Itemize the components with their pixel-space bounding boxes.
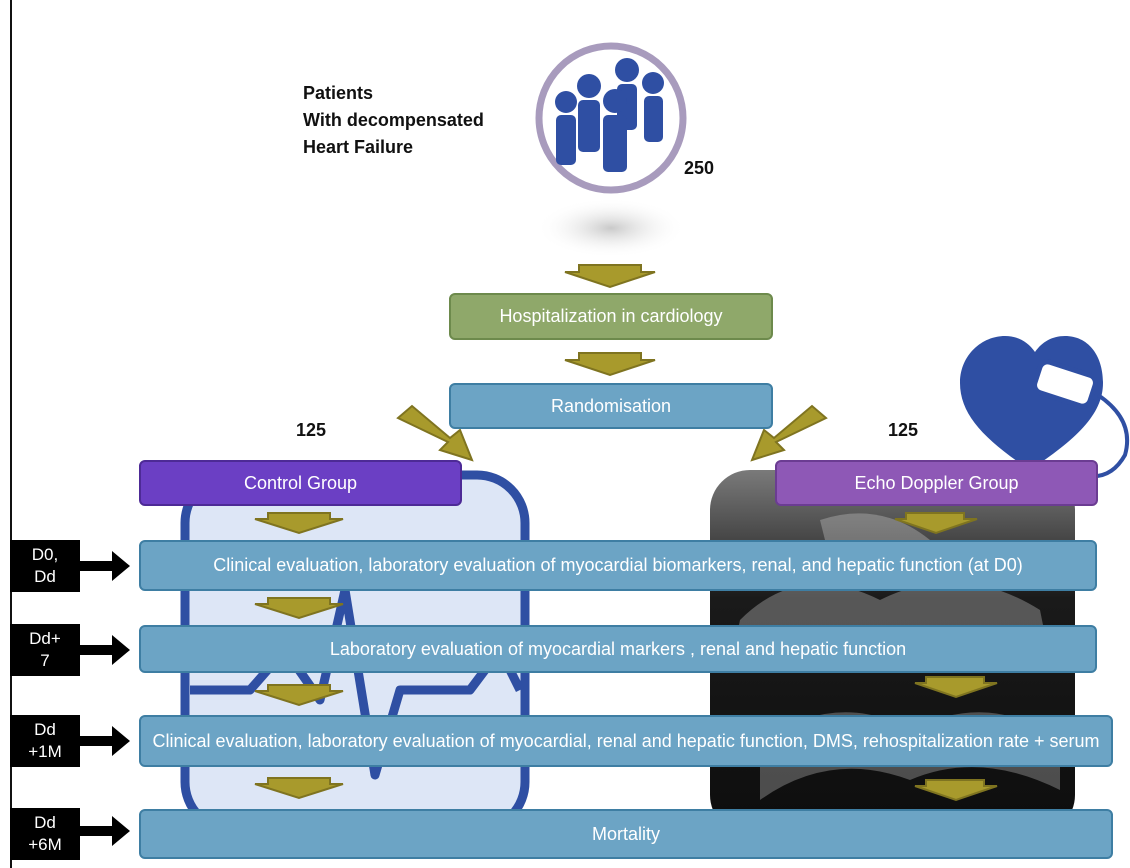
arrow-control-4 [254, 777, 344, 800]
control-group-count: 125 [296, 420, 327, 440]
arrow-to-randomisation [564, 352, 656, 377]
echo-group-box: Echo Doppler Group [775, 460, 1098, 506]
arrow-echo-3 [914, 676, 998, 699]
timepoint-tag-d0: D0, Dd [10, 540, 80, 592]
people-icon-shadow [536, 198, 686, 258]
arrow-to-echo-group [750, 404, 828, 462]
arrow-echo-1 [894, 512, 978, 535]
randomisation-box: Randomisation [449, 383, 773, 429]
arrow-echo-4 [914, 779, 998, 802]
patients-label: Patients With decompensated Heart Failur… [303, 80, 484, 161]
timepoint-arrow-1m [80, 726, 130, 756]
arrow-to-hospitalization [564, 264, 656, 289]
timepoint-tag-6m: Dd +6M [10, 808, 80, 860]
arrow-control-2 [254, 597, 344, 620]
clinical-evaluation-1m-box: Clinical evaluation, laboratory evaluati… [139, 715, 1113, 767]
patients-label-line: With decompensated [303, 110, 484, 130]
patients-label-line: Heart Failure [303, 137, 414, 157]
timepoint-arrow-d7 [80, 635, 130, 665]
arrow-control-3 [254, 684, 344, 707]
clinical-evaluation-d0-box: Clinical evaluation, laboratory evaluati… [139, 540, 1097, 591]
timepoint-tag-line: Dd [34, 567, 56, 586]
arrow-control-1 [254, 512, 344, 535]
timepoint-arrows [80, 551, 130, 846]
timepoint-tag-line: Dd [34, 813, 56, 832]
hospitalization-box: Hospitalization in cardiology [449, 293, 773, 340]
control-group-box: Control Group [139, 460, 462, 506]
left-border-line [10, 0, 12, 868]
timepoint-tag-line: D0, [31, 545, 59, 564]
echo-group-count: 125 [888, 420, 919, 440]
flow-arrows [254, 264, 998, 802]
timepoint-tag-line: +6M [28, 835, 62, 854]
arrow-to-control-group [396, 404, 474, 462]
heart-echo-probe-icon [960, 336, 1130, 479]
laboratory-evaluation-d7-box: Laboratory evaluation of myocardial mark… [139, 625, 1097, 673]
timepoint-tag-line: +1M [28, 742, 62, 761]
timepoint-tag-1m: Dd +1M [10, 715, 80, 767]
patients-label-line: Patients [303, 83, 374, 103]
timepoint-tag-line: Dd [34, 720, 56, 739]
patients-count: 250 [684, 158, 715, 178]
timepoint-arrow-6m [80, 816, 130, 846]
timepoint-arrow-d0 [80, 551, 130, 581]
timepoint-tag-line: Dd+ [29, 629, 61, 648]
timepoint-tag-line: 7 [40, 651, 50, 670]
mortality-box: Mortality [139, 809, 1113, 859]
people-group-icon [535, 42, 687, 194]
timepoint-tag-d7: Dd+ 7 [10, 624, 80, 676]
